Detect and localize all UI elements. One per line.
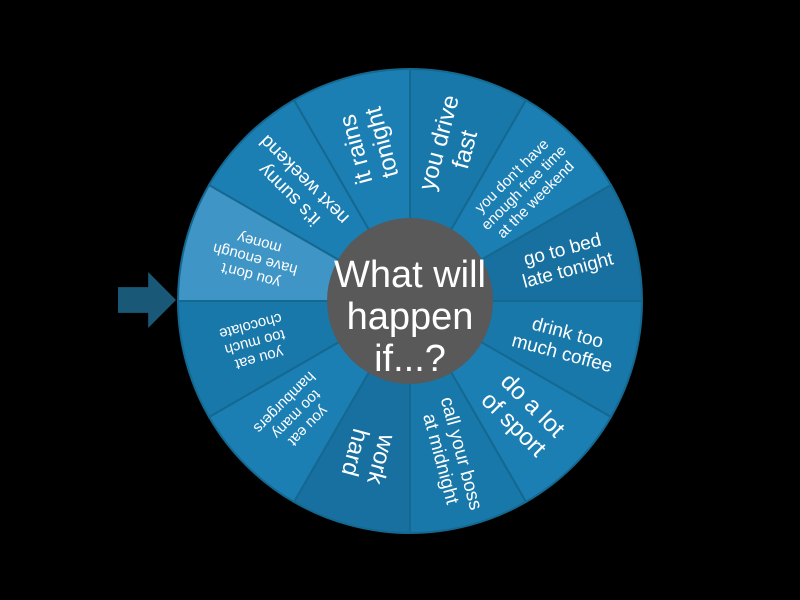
pointer-arrow-shape bbox=[118, 272, 176, 328]
svg-text:you eattoo muchchocolate: you eattoo muchchocolate bbox=[217, 309, 292, 374]
hub-circle[interactable] bbox=[327, 218, 493, 384]
spinner-pointer-arrow-icon bbox=[118, 272, 176, 328]
seg-too-much-chocolate-label: you eattoo muchchocolate bbox=[217, 309, 292, 374]
